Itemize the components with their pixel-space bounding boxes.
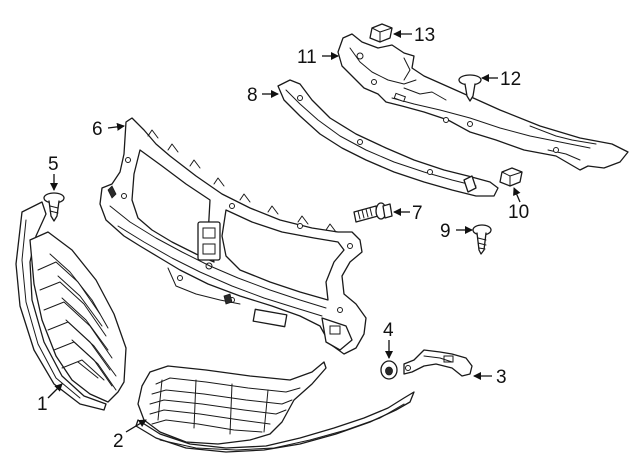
- clip-nut-part-13: [369, 23, 393, 43]
- callout-9: 9: [440, 221, 473, 242]
- callout-12: 12: [481, 69, 521, 90]
- callout-2: 2: [113, 419, 147, 452]
- callout-number-2: 2: [113, 431, 124, 452]
- radiator-support-part-6: [99, 117, 367, 355]
- screw-part-9: [472, 224, 492, 255]
- screw-part-5: [43, 192, 65, 222]
- callout-number-13: 13: [414, 25, 435, 46]
- bolt-part-7: [353, 202, 393, 223]
- callout-4: 4: [383, 320, 394, 359]
- callout-number-4: 4: [383, 320, 394, 341]
- callout-10: 10: [508, 187, 529, 223]
- callout-6: 6: [92, 119, 125, 140]
- callout-number-12: 12: [500, 69, 521, 90]
- air-deflector-part-11: [337, 33, 629, 171]
- callout-number-8: 8: [247, 85, 258, 106]
- callout-number-9: 9: [440, 221, 451, 242]
- push-pin-part-12: [458, 74, 482, 102]
- callout-number-11: 11: [297, 47, 317, 68]
- callout-number-3: 3: [496, 367, 507, 388]
- bracket-part-3: [403, 349, 473, 377]
- callout-8: 8: [247, 85, 279, 106]
- upper-bracket-part-8: [277, 79, 499, 197]
- grommet-part-4: [380, 360, 398, 380]
- callout-number-7: 7: [412, 203, 423, 224]
- upper-grille-part-1: [15, 201, 127, 411]
- callout-13: 13: [393, 25, 435, 46]
- callout-number-10: 10: [508, 202, 529, 223]
- lower-grille-part-2: [135, 361, 415, 453]
- callout-11: 11: [297, 47, 339, 68]
- callout-number-1: 1: [37, 394, 48, 415]
- nut-clip-part-10: [499, 167, 523, 187]
- callout-number-5: 5: [48, 154, 59, 175]
- callout-5: 5: [48, 154, 59, 191]
- callout-1: 1: [37, 383, 63, 415]
- callout-number-6: 6: [92, 119, 103, 140]
- callout-7: 7: [393, 203, 423, 224]
- callout-3: 3: [473, 367, 507, 388]
